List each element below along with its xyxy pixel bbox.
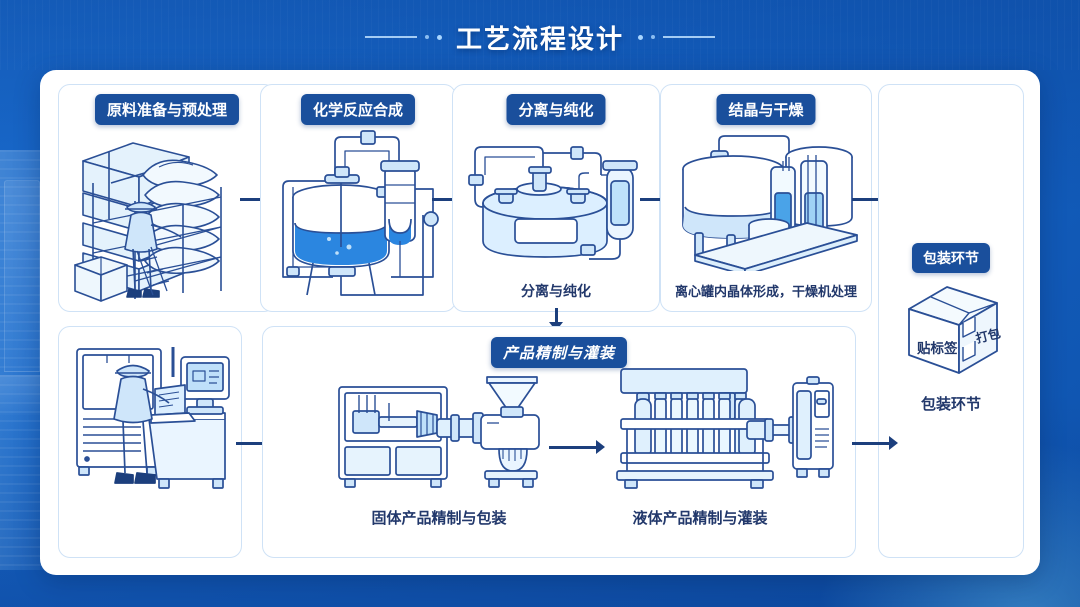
flow-arrow-7 (852, 436, 900, 450)
title-dot-icon (424, 35, 429, 39)
cardboard-box-icon: 贴标签 打包 (908, 286, 1002, 374)
title-dot-icon (638, 34, 643, 40)
stage-caption-crystallization: 离心罐内晶体形成，干燥机处理 (674, 284, 858, 299)
warehouse-pallets-worker-icon (74, 142, 222, 302)
title-line-icon (364, 36, 417, 38)
stage-chip-packaging: 包装环节 (912, 243, 990, 273)
stage-chip-reaction: 化学反应合成 (300, 94, 416, 125)
page-title: 工艺流程设计 (455, 23, 624, 54)
stage-caption-solid: 固体产品精制与包装 (371, 510, 507, 527)
title-ornament-right (638, 34, 715, 40)
title-dot-icon (436, 34, 442, 40)
stage-card-crystallization[interactable]: 结晶与干燥 (660, 84, 872, 312)
title-ornament-left (364, 34, 442, 40)
stage-caption-packaging: 包装环节 (920, 396, 982, 413)
stage-card-separation[interactable]: 分离与纯化 (452, 84, 660, 312)
separator-vessel-icon (468, 146, 638, 260)
stage-card-reaction[interactable]: 化学反应合成 (260, 84, 456, 312)
box-side-label: 打包 (974, 325, 1002, 346)
stage-chip-separation: 分离与纯化 (506, 94, 606, 125)
stage-caption-separation: 分离与纯化 (521, 283, 591, 299)
title-dot-icon (651, 35, 655, 39)
control-room-operator-icon (76, 347, 230, 489)
stage-caption-liquid: 液体产品精制与灌装 (632, 510, 768, 527)
flow-arrow-6 (549, 440, 607, 454)
liquid-filling-line-icon (616, 368, 834, 489)
stage-chip-crystallization: 结晶与干燥 (716, 94, 816, 125)
box-front-label: 贴标签 (917, 340, 958, 356)
title-bar: 工艺流程设计 (0, 16, 1080, 58)
background-dot-pattern (0, 0, 1080, 70)
crystallizer-dryer-icon (682, 135, 858, 271)
stage-card-packaging[interactable]: 包装环节 贴标签 打包 包装环节 (878, 84, 1024, 558)
solid-refining-machine-icon (338, 376, 540, 488)
diagram-board: 原料准备与预处理 (40, 70, 1040, 575)
stage-card-refining-filling[interactable]: 产品精制与灌装 (262, 326, 856, 558)
stage-chip-refining-filling: 产品精制与灌装 (490, 337, 628, 368)
stage-card-raw-material[interactable]: 原料准备与预处理 (58, 84, 276, 312)
title-line-icon (663, 36, 715, 38)
stage-card-control-room[interactable] (58, 326, 242, 558)
stage-chip-raw-material: 原料准备与预处理 (94, 94, 240, 125)
chemical-reactor-icon (282, 130, 439, 296)
